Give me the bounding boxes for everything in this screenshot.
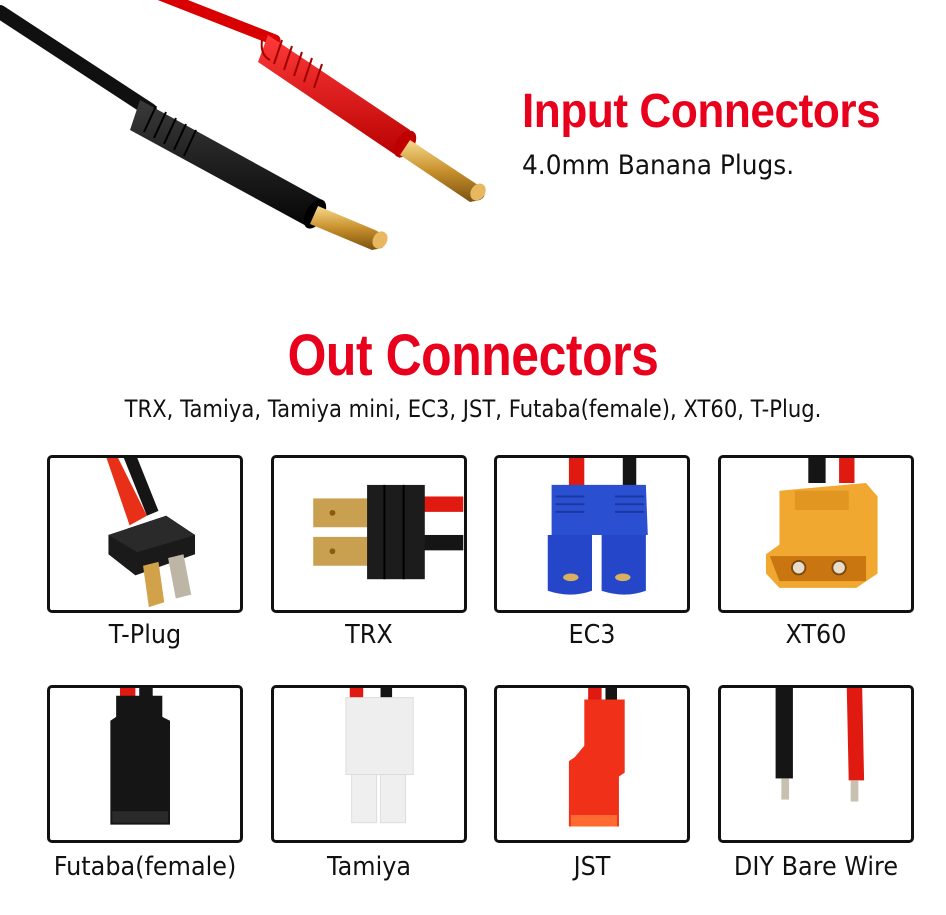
tamiya-connector-icon (345, 688, 414, 824)
connector-label-t-plug: T-Plug (108, 620, 182, 650)
connector-card-ec3 (494, 455, 690, 613)
connector-card-jst (494, 685, 690, 843)
red-banana-plug (157, 0, 486, 202)
trx-connector-icon (313, 484, 464, 580)
out-connectors-list: TRX, Tamiya, Tamiya mini, EC3, JST, Futa… (124, 395, 822, 423)
xt60-connector-icon (765, 458, 878, 588)
connector-label-tamiya: Tamiya (326, 852, 412, 882)
connector-card-trx (271, 455, 467, 613)
connector-card-xt60 (718, 455, 914, 613)
input-connectors-title: Input Connectors (522, 85, 881, 138)
out-connectors-title: Out Connectors (287, 323, 659, 388)
banana-plug-cables-image (0, 0, 486, 250)
connector-label-futaba: Futaba(female) (53, 852, 237, 882)
input-connectors-subtitle: 4.0mm Banana Plugs. (522, 150, 795, 181)
connector-card-bare-wire (718, 685, 914, 843)
connector-label-jst: JST (573, 852, 611, 882)
futaba-connector-icon (110, 688, 171, 825)
connector-label-xt60: XT60 (785, 620, 847, 650)
bare-wire-icon (775, 688, 865, 802)
black-banana-plug (0, 5, 388, 250)
connector-card-t-plug (47, 455, 243, 613)
connector-label-ec3: EC3 (568, 620, 616, 650)
connector-card-futaba (47, 685, 243, 843)
connector-label-bare-wire: DIY Bare Wire (733, 852, 899, 882)
connector-label-trx: TRX (345, 620, 393, 650)
jst-connector-icon (568, 688, 625, 827)
t-plug-connector-icon (106, 458, 196, 608)
ec3-connector-icon (547, 458, 648, 595)
connector-card-tamiya (271, 685, 467, 843)
